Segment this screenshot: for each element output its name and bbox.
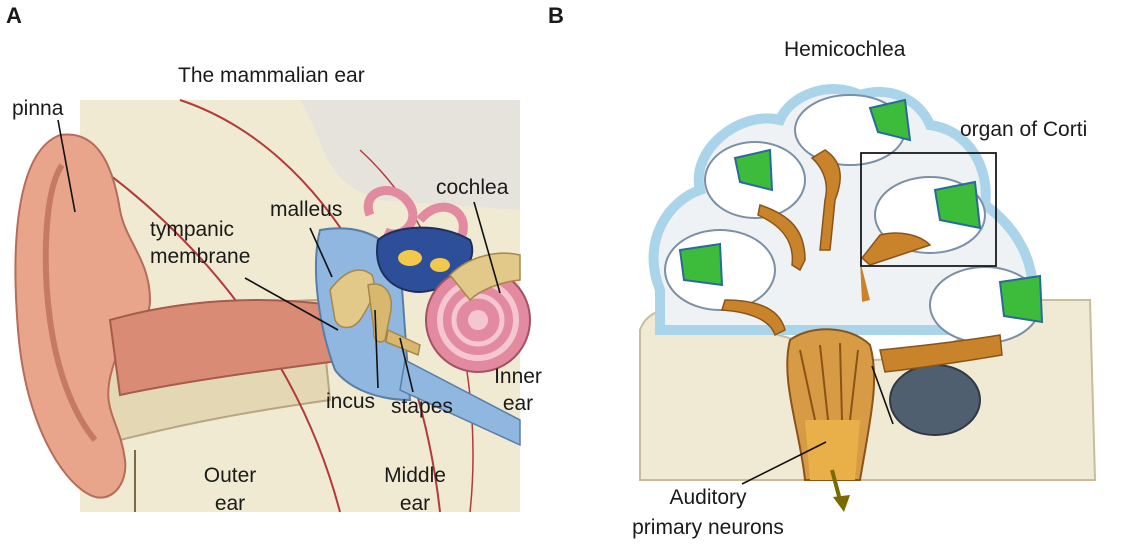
cochlea-label: cochlea — [436, 176, 508, 200]
panel-b-title: Hemicochlea — [784, 38, 905, 62]
middle-ear-label-line1: Middle — [365, 464, 465, 488]
outer-ear-label-line2: ear — [182, 492, 278, 516]
hemicochlea-illustration — [640, 89, 1095, 512]
auditory-neurons-label-line2: primary neurons — [594, 516, 822, 540]
malleus-label: malleus — [270, 198, 342, 222]
inner-ear-label-line2: ear — [486, 392, 550, 416]
corti-patch-5 — [1000, 276, 1042, 322]
tympanic-label-line2: membrane — [150, 245, 250, 269]
panel-b-letter: B — [548, 4, 564, 28]
vestibule-detail-2 — [430, 258, 450, 272]
corti-patch-3 — [935, 182, 980, 228]
panel-a-title: The mammalian ear — [178, 64, 365, 88]
panel-a-letter: A — [6, 4, 22, 28]
vestibule-detail-1 — [398, 250, 422, 266]
tympanic-label-line1: tympanic — [150, 218, 234, 242]
outer-ear-label-line1: Outer — [182, 464, 278, 488]
auditory-neurons-label-line1: Auditory — [614, 486, 802, 510]
chamber-basal — [890, 365, 980, 435]
middle-ear-label-line2: ear — [365, 492, 465, 516]
output-arrow-head — [833, 495, 850, 512]
corti-patch-4 — [680, 244, 722, 285]
ear-illustration — [15, 100, 530, 512]
stapes-label: stapes — [391, 395, 453, 419]
pinna-label: pinna — [12, 97, 63, 121]
organ-of-corti-label: organ of Corti — [960, 118, 1087, 142]
incus-label: incus — [326, 390, 375, 414]
cochlea-apex — [468, 310, 488, 330]
inner-ear-label-line1: Inner — [486, 365, 550, 389]
